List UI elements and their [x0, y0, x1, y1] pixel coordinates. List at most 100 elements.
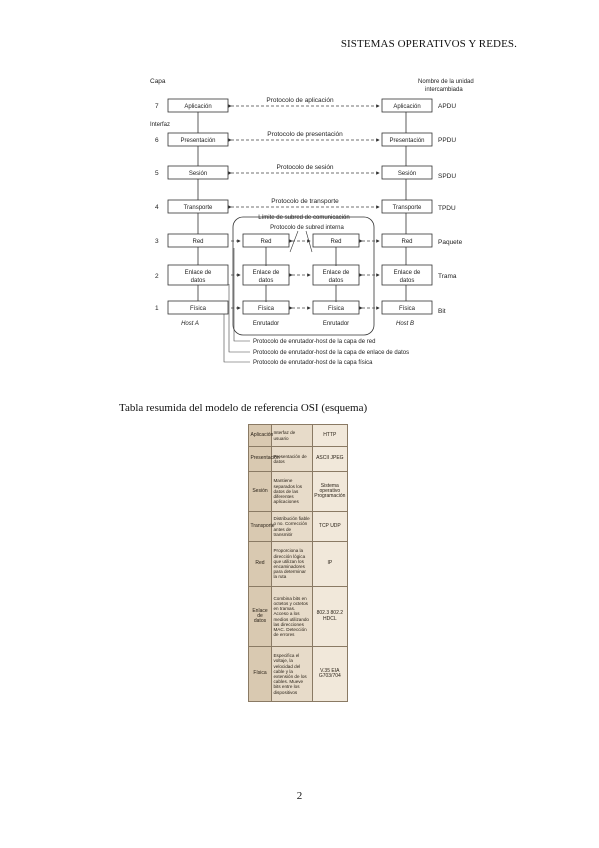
host-a-enlace-2: datos [191, 278, 206, 284]
subnet-protocol-pointers [289, 230, 313, 253]
router1-fisica: Física [258, 306, 275, 312]
table-row: Presentación Presentación de datos ASCII… [248, 446, 349, 472]
host-a-enlace-1: Enlace de [185, 270, 212, 276]
protocol-sesion: Protocolo de sesión [276, 164, 333, 171]
subnet-limit-label: Límite de subred de comunicación [258, 215, 349, 221]
unit-title-line1: Nombre de la unidad [418, 79, 474, 85]
unit-title-line2: intercambiada [425, 87, 463, 93]
router-layer-names: Red Enlace de datos Física Red Enlace de… [253, 239, 350, 312]
osi-function-cell: Combina bits en octetos y octetos en tra… [270, 586, 313, 647]
unit-names: APDU PPDU SPDU TPDU Paquete Trama Bit [438, 103, 463, 315]
host-b-enlace-1: Enlace de [394, 270, 421, 276]
osi-function-cell: Especifica el voltaje, la velocidad del … [270, 646, 313, 702]
unit-spdu: SPDU [438, 173, 456, 180]
osi-layer-cell: Red [248, 541, 272, 587]
osi-protocol-cell: V.35 EIA G703/704 [311, 646, 349, 702]
layer-numbers: 7 6 5 4 3 2 1 [155, 103, 159, 312]
osi-layer-cell: Física [248, 646, 272, 702]
osi-protocol-cell: Sistema operativo Programación [311, 471, 349, 512]
legend-labels: Protocolo de enrutador-host de la capa d… [253, 339, 409, 366]
peer-protocol-arrows [228, 104, 380, 209]
router2-enlace-2: datos [329, 278, 344, 284]
layer-num-2: 2 [155, 273, 159, 280]
layer-num-1: 1 [155, 305, 159, 312]
host-b-fisica: Física [399, 306, 416, 312]
router1-enlace-2: datos [259, 278, 274, 284]
layer-num-7: 7 [155, 103, 159, 110]
legend-fisica: Protocolo de enrutador-host de la capa f… [253, 360, 373, 366]
router2-red: Red [330, 239, 341, 245]
host-a-transporte: Transporte [184, 205, 213, 211]
router2-label: Enrutador [323, 321, 349, 327]
protocol-transporte: Protocolo de transporte [271, 198, 339, 205]
osi-layer-cell: Enlace de datos [248, 586, 272, 647]
protocol-presentacion: Protocolo de presentación [267, 131, 343, 138]
router-layers [242, 233, 360, 315]
host-a-red: Red [192, 239, 203, 245]
legend-enlace: Protocolo de enrutador-host de la capa d… [253, 350, 409, 356]
osi-function-cell: Distribución fiable o no. Corrección ant… [270, 511, 313, 542]
osi-function-cell: Mantiene separados los datos de las dife… [270, 471, 313, 512]
osi-function-cell: Proporciona la dirección lógica que util… [270, 541, 313, 587]
table-row: Sesión Mantiene separados los datos de l… [248, 471, 349, 512]
page-header: SISTEMAS OPERATIVOS Y REDES. [340, 38, 517, 50]
osi-layer-cell: Presentación [248, 446, 280, 472]
capa-label: Capa [150, 78, 166, 85]
router1-label: Enrutador [253, 321, 279, 327]
osi-protocol-cell: 802.3 802.2 HDCL [311, 586, 349, 647]
layer-num-4: 4 [155, 204, 159, 211]
legend-red: Protocolo de enrutador-host de la capa d… [253, 339, 375, 345]
host-a-fisica: Física [190, 306, 207, 312]
host-a-aplicacion: Aplicación [184, 104, 211, 110]
host-b-sesion: Sesión [398, 171, 416, 177]
host-b-layer-names: Aplicación Presentación Sesión Transport… [389, 104, 424, 312]
subnet-arrows [231, 239, 380, 310]
table-row: Transporte Distribución fiable o no. Cor… [248, 511, 349, 542]
host-a-label: Host A [181, 321, 199, 327]
router-labels: Enrutador Enrutador [253, 321, 349, 327]
unit-apdu: APDU [438, 103, 456, 110]
router2-fisica: Física [328, 306, 345, 312]
osi-protocol-cell: TCP UDP [311, 511, 349, 542]
protocol-aplicacion: Protocolo de aplicación [266, 97, 334, 104]
host-a-sesion: Sesión [189, 171, 207, 177]
host-a-layers [167, 98, 229, 315]
osi-protocol-cell: ASCII JPEG [311, 446, 349, 472]
host-b-layers [381, 98, 433, 315]
layer-num-5: 5 [155, 170, 159, 177]
host-b-label: Host B [396, 321, 414, 327]
layer-num-6: 6 [155, 137, 159, 144]
router1-red: Red [260, 239, 271, 245]
table-row: Enlace de datos Combina bits en octetos … [248, 586, 349, 647]
osi-layer-cell: Transporte [248, 511, 275, 542]
osi-function-cell: Interfaz de usuario [270, 424, 313, 447]
unit-paquete: Paquete [438, 239, 463, 246]
page-number: 2 [296, 790, 303, 802]
osi-layer-cell: Sesión [248, 471, 272, 512]
osi-protocol-cell: IP [311, 541, 349, 587]
interfaz-label: Interfaz [150, 122, 170, 128]
host-a-presentacion: Presentación [180, 138, 215, 144]
unit-tpdu: TPDU [438, 205, 456, 212]
host-b-presentacion: Presentación [389, 138, 424, 144]
peer-protocol-labels: Protocolo de aplicación Protocolo de pre… [266, 97, 343, 205]
table-row: Física Especifica el voltaje, la velocid… [248, 646, 349, 702]
unit-trama: Trama [438, 273, 457, 280]
subnet-protocol-label: Protocolo de subred interna [270, 225, 344, 231]
table-caption: Tabla resumida del modelo de referencia … [119, 402, 368, 414]
unit-ppdu: PPDU [438, 137, 456, 144]
host-b-transporte: Transporte [393, 205, 422, 211]
osi-summary-table: Aplicación Interfaz de usuario HTTP Pres… [248, 424, 349, 702]
router-lines [265, 247, 337, 302]
table-row: Red Proporciona la dirección lógica que … [248, 541, 349, 587]
router2-enlace-1: Enlace de [323, 270, 350, 276]
osi-function-cell: Presentación de datos [270, 446, 313, 472]
table-row: Aplicación Interfaz de usuario HTTP [248, 424, 349, 447]
host-b-aplicacion: Aplicación [393, 104, 420, 110]
host-b-enlace-2: datos [400, 278, 415, 284]
layer-num-3: 3 [155, 238, 159, 245]
osi-protocol-cell: HTTP [311, 424, 349, 447]
unit-bit: Bit [438, 308, 446, 315]
